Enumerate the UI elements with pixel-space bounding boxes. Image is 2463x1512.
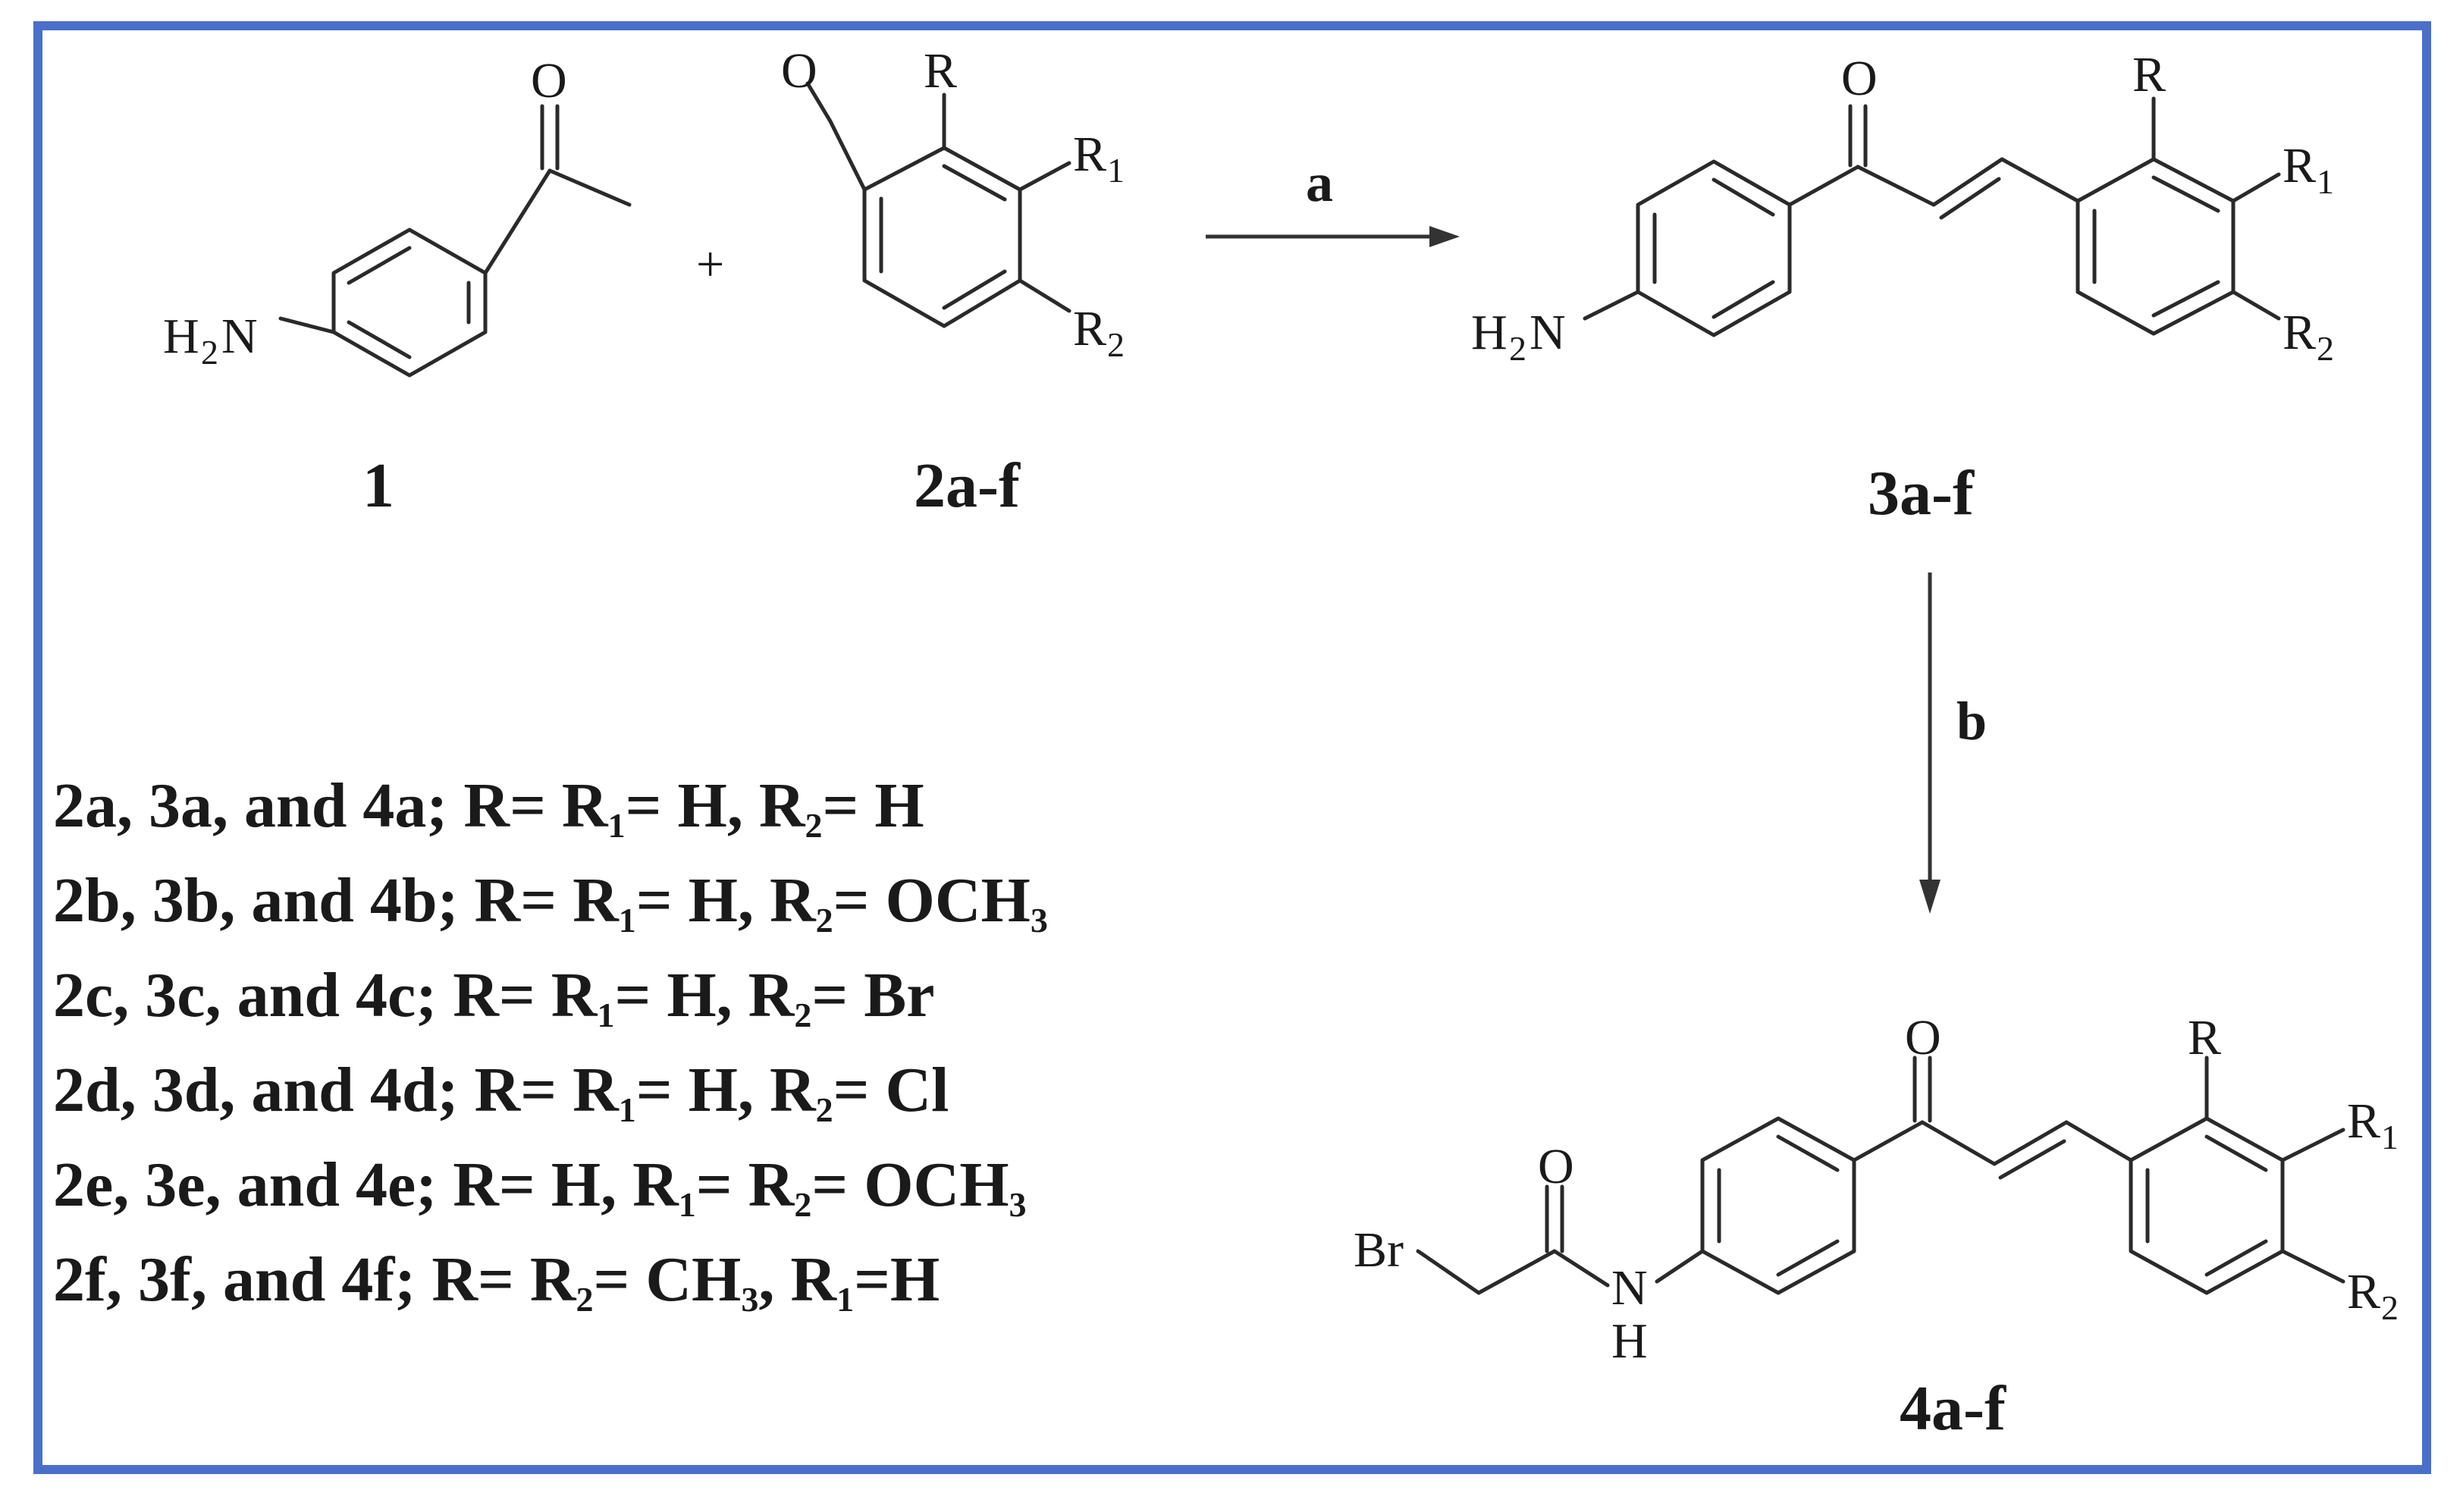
c3-R1-sub: 1 (2317, 162, 2334, 201)
arrow-a-head (1429, 226, 1460, 247)
c1-oxygen: O (531, 53, 567, 108)
c1-amine-h: H (163, 309, 199, 364)
c2-R2-sub: 2 (1107, 325, 1125, 364)
c3-R2: R (2283, 305, 2316, 360)
compound-2-structure: O R R 1 R 2 (781, 43, 1125, 364)
compound-1-structure: O H 2 N (163, 53, 632, 378)
c1-amine-n: N (221, 309, 258, 364)
legend-row: 2f, 3f, and 4f; R= R2= CH3, R1=H (53, 1244, 940, 1319)
c3-amine-h: H (1471, 305, 1508, 360)
c4-amide-n: N (1611, 1260, 1648, 1316)
c4-bromine: Br (1354, 1222, 1404, 1278)
c4-amide-oxygen: O (1538, 1139, 1574, 1194)
condition-b: b (1956, 691, 1987, 751)
c4-amide-h: H (1611, 1313, 1648, 1369)
c3-R2-sub: 2 (2317, 329, 2334, 368)
legend-row: 2e, 3e, and 4e; R= H, R1= R2= OCH3 (53, 1150, 1027, 1224)
compound-label-2: 2a-f (914, 450, 1021, 521)
c2-oxygen: O (781, 43, 817, 99)
legend-row: 2c, 3c, and 4c; R= R1= H, R2= Br (53, 960, 935, 1034)
c4-ketone-oxygen: O (1905, 1010, 1941, 1065)
c2-R1-sub: 1 (1107, 151, 1125, 190)
c1-amine-sub: 2 (201, 333, 218, 372)
compound-4-structure: Br O N H O R R 1 R 2 (1354, 1010, 2399, 1369)
c3-amine-sub: 2 (1509, 329, 1526, 368)
compound-label-1: 1 (362, 450, 394, 521)
c3-R1: R (2283, 138, 2316, 193)
c4-R1: R (2347, 1093, 2380, 1149)
legend-row: 2b, 3b, and 4b; R= R1= H, R2= OCH3 (53, 865, 1048, 940)
c2-R1: R (1073, 127, 1106, 182)
c2-R2: R (1073, 301, 1106, 356)
c4-R: R (2188, 1010, 2221, 1065)
compound-3-structure: O R R 1 R 2 H 2 N (1471, 47, 2334, 368)
condition-a: a (1306, 152, 1333, 213)
c3-oxygen: O (1841, 51, 1878, 106)
c4-R1-sub: 1 (2381, 1118, 2399, 1156)
c3-amine-n: N (1530, 305, 1566, 360)
arrow-b-head (1919, 880, 1941, 914)
c4-R2: R (2347, 1264, 2380, 1319)
outer-border (33, 21, 2431, 1474)
c4-R2-sub: 2 (2381, 1288, 2399, 1327)
legend-row: 2a, 3a, and 4a; R= R1= H, R2= H (53, 770, 924, 845)
c3-R: R (2132, 47, 2166, 102)
legend-row: 2d, 3d, and 4d; R= R1= H, R2= Cl (53, 1055, 949, 1129)
c2-R: R (924, 43, 957, 99)
compound-label-3: 3a-f (1868, 458, 1975, 529)
plus-sign: + (696, 237, 724, 292)
compound-label-4: 4a-f (1900, 1373, 2006, 1444)
substituent-legend: 2a, 3a, and 4a; R= R1= H, R2= H 2b, 3b, … (53, 770, 1048, 1319)
